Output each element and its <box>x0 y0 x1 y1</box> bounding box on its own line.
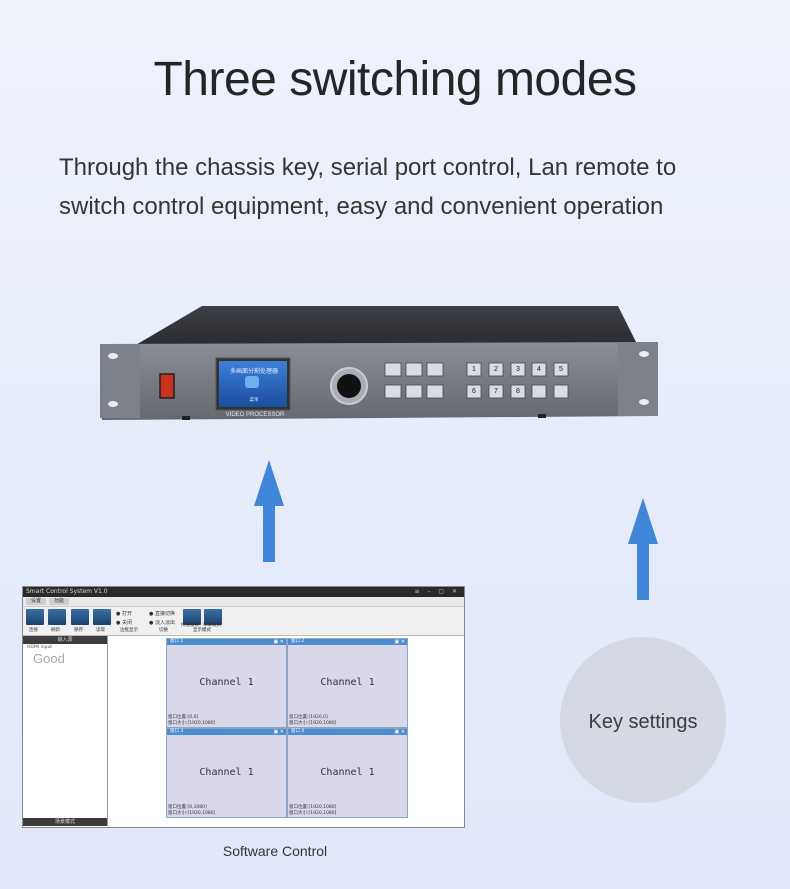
load-icon[interactable] <box>93 609 111 625</box>
channel-position: 窗口位置:[0,1080] <box>168 805 207 810</box>
channel-size: 窗口大小:[1920,1080] <box>168 720 216 726</box>
save-label: 保存 <box>74 628 83 633</box>
close-icon[interactable]: ▣ ✕ <box>394 639 405 645</box>
channel-window-1[interactable]: 窗口 1 ▣ ✕ Channel 1 窗口位置:[0,0]窗口大小:[1920,1… <box>166 638 287 728</box>
channel-size: 窗口大小:[1920,1080] <box>289 810 337 816</box>
channel-window-title: 窗口 4 <box>291 729 305 734</box>
single-mode-icon[interactable] <box>204 609 222 625</box>
switch-group-label: 切换 <box>159 628 168 633</box>
device-key-6: 6 <box>472 388 476 395</box>
refresh-icon[interactable] <box>48 609 66 625</box>
channel-size: 窗口大小:[1920,1080] <box>289 720 337 726</box>
key-settings-circle: Key settings <box>560 637 726 803</box>
device-screen-subtext: 菜单 <box>249 397 259 402</box>
single-mode-label: 单屏模式 <box>203 623 221 628</box>
channel-name: Channel 1 <box>199 767 254 778</box>
page-description: Through the chassis key, serial port con… <box>59 148 739 226</box>
input-source-header: 输入源 <box>23 636 107 644</box>
channel-name: Channel 1 <box>320 677 375 688</box>
channel-size: 窗口大小:[1920,1080] <box>168 810 216 816</box>
device-key-3: 3 <box>516 366 520 373</box>
channel-name: Channel 1 <box>199 677 254 688</box>
edge-group-label: 边框显示 <box>120 628 138 633</box>
device-key-5: 5 <box>559 366 563 373</box>
input-source-panel: 输入源 HDMI input Good 场景模式 <box>23 636 108 826</box>
save-icon[interactable] <box>71 609 89 625</box>
window-title: Smart Control System V1.0 <box>26 588 108 595</box>
refresh-label: 刷新 <box>51 628 60 633</box>
device-key-7: 7 <box>494 388 498 395</box>
page-title: Three switching modes <box>153 53 637 106</box>
device-key-4: 4 <box>537 366 541 373</box>
software-control-window: Smart Control System V1.0 ≡ – ▢ ✕ 设置 功能 … <box>22 586 465 828</box>
window-controls[interactable]: ≡ – ▢ ✕ <box>414 588 460 595</box>
display-group-label: 显示模式 <box>193 628 211 633</box>
channel-window-4[interactable]: 窗口 4 ▣ ✕ Channel 1 窗口位置:[1920,1080]窗口大小:[… <box>287 728 408 818</box>
toolbar: 连接 刷新 保存 读取 ● 打开 ● 关闭 边框显示 ● 直接切换 ● 淡入淡出… <box>23 607 464 636</box>
key-settings-label: Key settings <box>588 711 698 733</box>
device-screen-text: 多画面分割处理器 <box>229 369 278 375</box>
layout-mode-icon[interactable] <box>183 609 201 625</box>
description-line-1: Through the chassis key, serial port con… <box>59 154 677 181</box>
close-icon[interactable]: ▣ ✕ <box>394 729 405 735</box>
channel-window-title: 窗口 3 <box>170 729 184 734</box>
direct-switch-radio[interactable]: ● 直接切换 <box>149 611 175 617</box>
device-key-8: 8 <box>516 388 520 395</box>
close-icon[interactable]: ▣ ✕ <box>273 639 284 645</box>
menu-bar: 设置 功能 <box>23 597 464 607</box>
channel-window-3[interactable]: 窗口 3 ▣ ✕ Channel 1 窗口位置:[0,1080]窗口大小:[192… <box>166 728 287 818</box>
status-good-text: Good <box>33 651 65 666</box>
device-brand-label: VIDEO PROCESSOR <box>225 412 285 418</box>
connect-icon[interactable] <box>26 609 44 625</box>
close-icon[interactable]: ▣ ✕ <box>273 729 284 735</box>
arrow-up-icon <box>628 498 658 600</box>
channel-window-2[interactable]: 窗口 2 ▣ ✕ Channel 1 窗口位置:[1920,0]窗口大小:[192… <box>287 638 408 728</box>
menu-function[interactable]: 功能 <box>49 598 69 605</box>
edge-close-radio[interactable]: ● 关闭 <box>116 620 132 626</box>
device-key-2: 2 <box>494 366 498 373</box>
layout-mode-label: 拼接模式 <box>181 623 199 628</box>
channel-position: 窗口位置:[0,0] <box>168 715 199 720</box>
connect-label: 连接 <box>29 628 38 633</box>
channel-window-title: 窗口 2 <box>291 639 305 644</box>
menu-settings[interactable]: 设置 <box>26 598 46 605</box>
channel-name: Channel 1 <box>320 767 375 778</box>
hdmi-input-item[interactable]: HDMI input <box>27 645 53 650</box>
device-key-1: 1 <box>472 366 476 373</box>
scene-mode-footer[interactable]: 场景模式 <box>23 818 107 826</box>
edge-open-radio[interactable]: ● 打开 <box>116 611 132 617</box>
channel-window-title: 窗口 1 <box>170 639 184 644</box>
video-processor-device <box>100 306 658 420</box>
channel-position: 窗口位置:[1920,0] <box>289 715 328 720</box>
fade-switch-radio[interactable]: ● 淡入淡出 <box>149 620 175 626</box>
software-control-caption: Software Control <box>222 843 328 859</box>
load-label: 读取 <box>96 628 105 633</box>
arrow-up-icon <box>254 460 284 562</box>
description-line-2: switch control equipment, easy and conve… <box>59 193 664 220</box>
window-titlebar: Smart Control System V1.0 ≡ – ▢ ✕ <box>23 587 464 597</box>
channel-position: 窗口位置:[1920,1080] <box>289 805 337 810</box>
